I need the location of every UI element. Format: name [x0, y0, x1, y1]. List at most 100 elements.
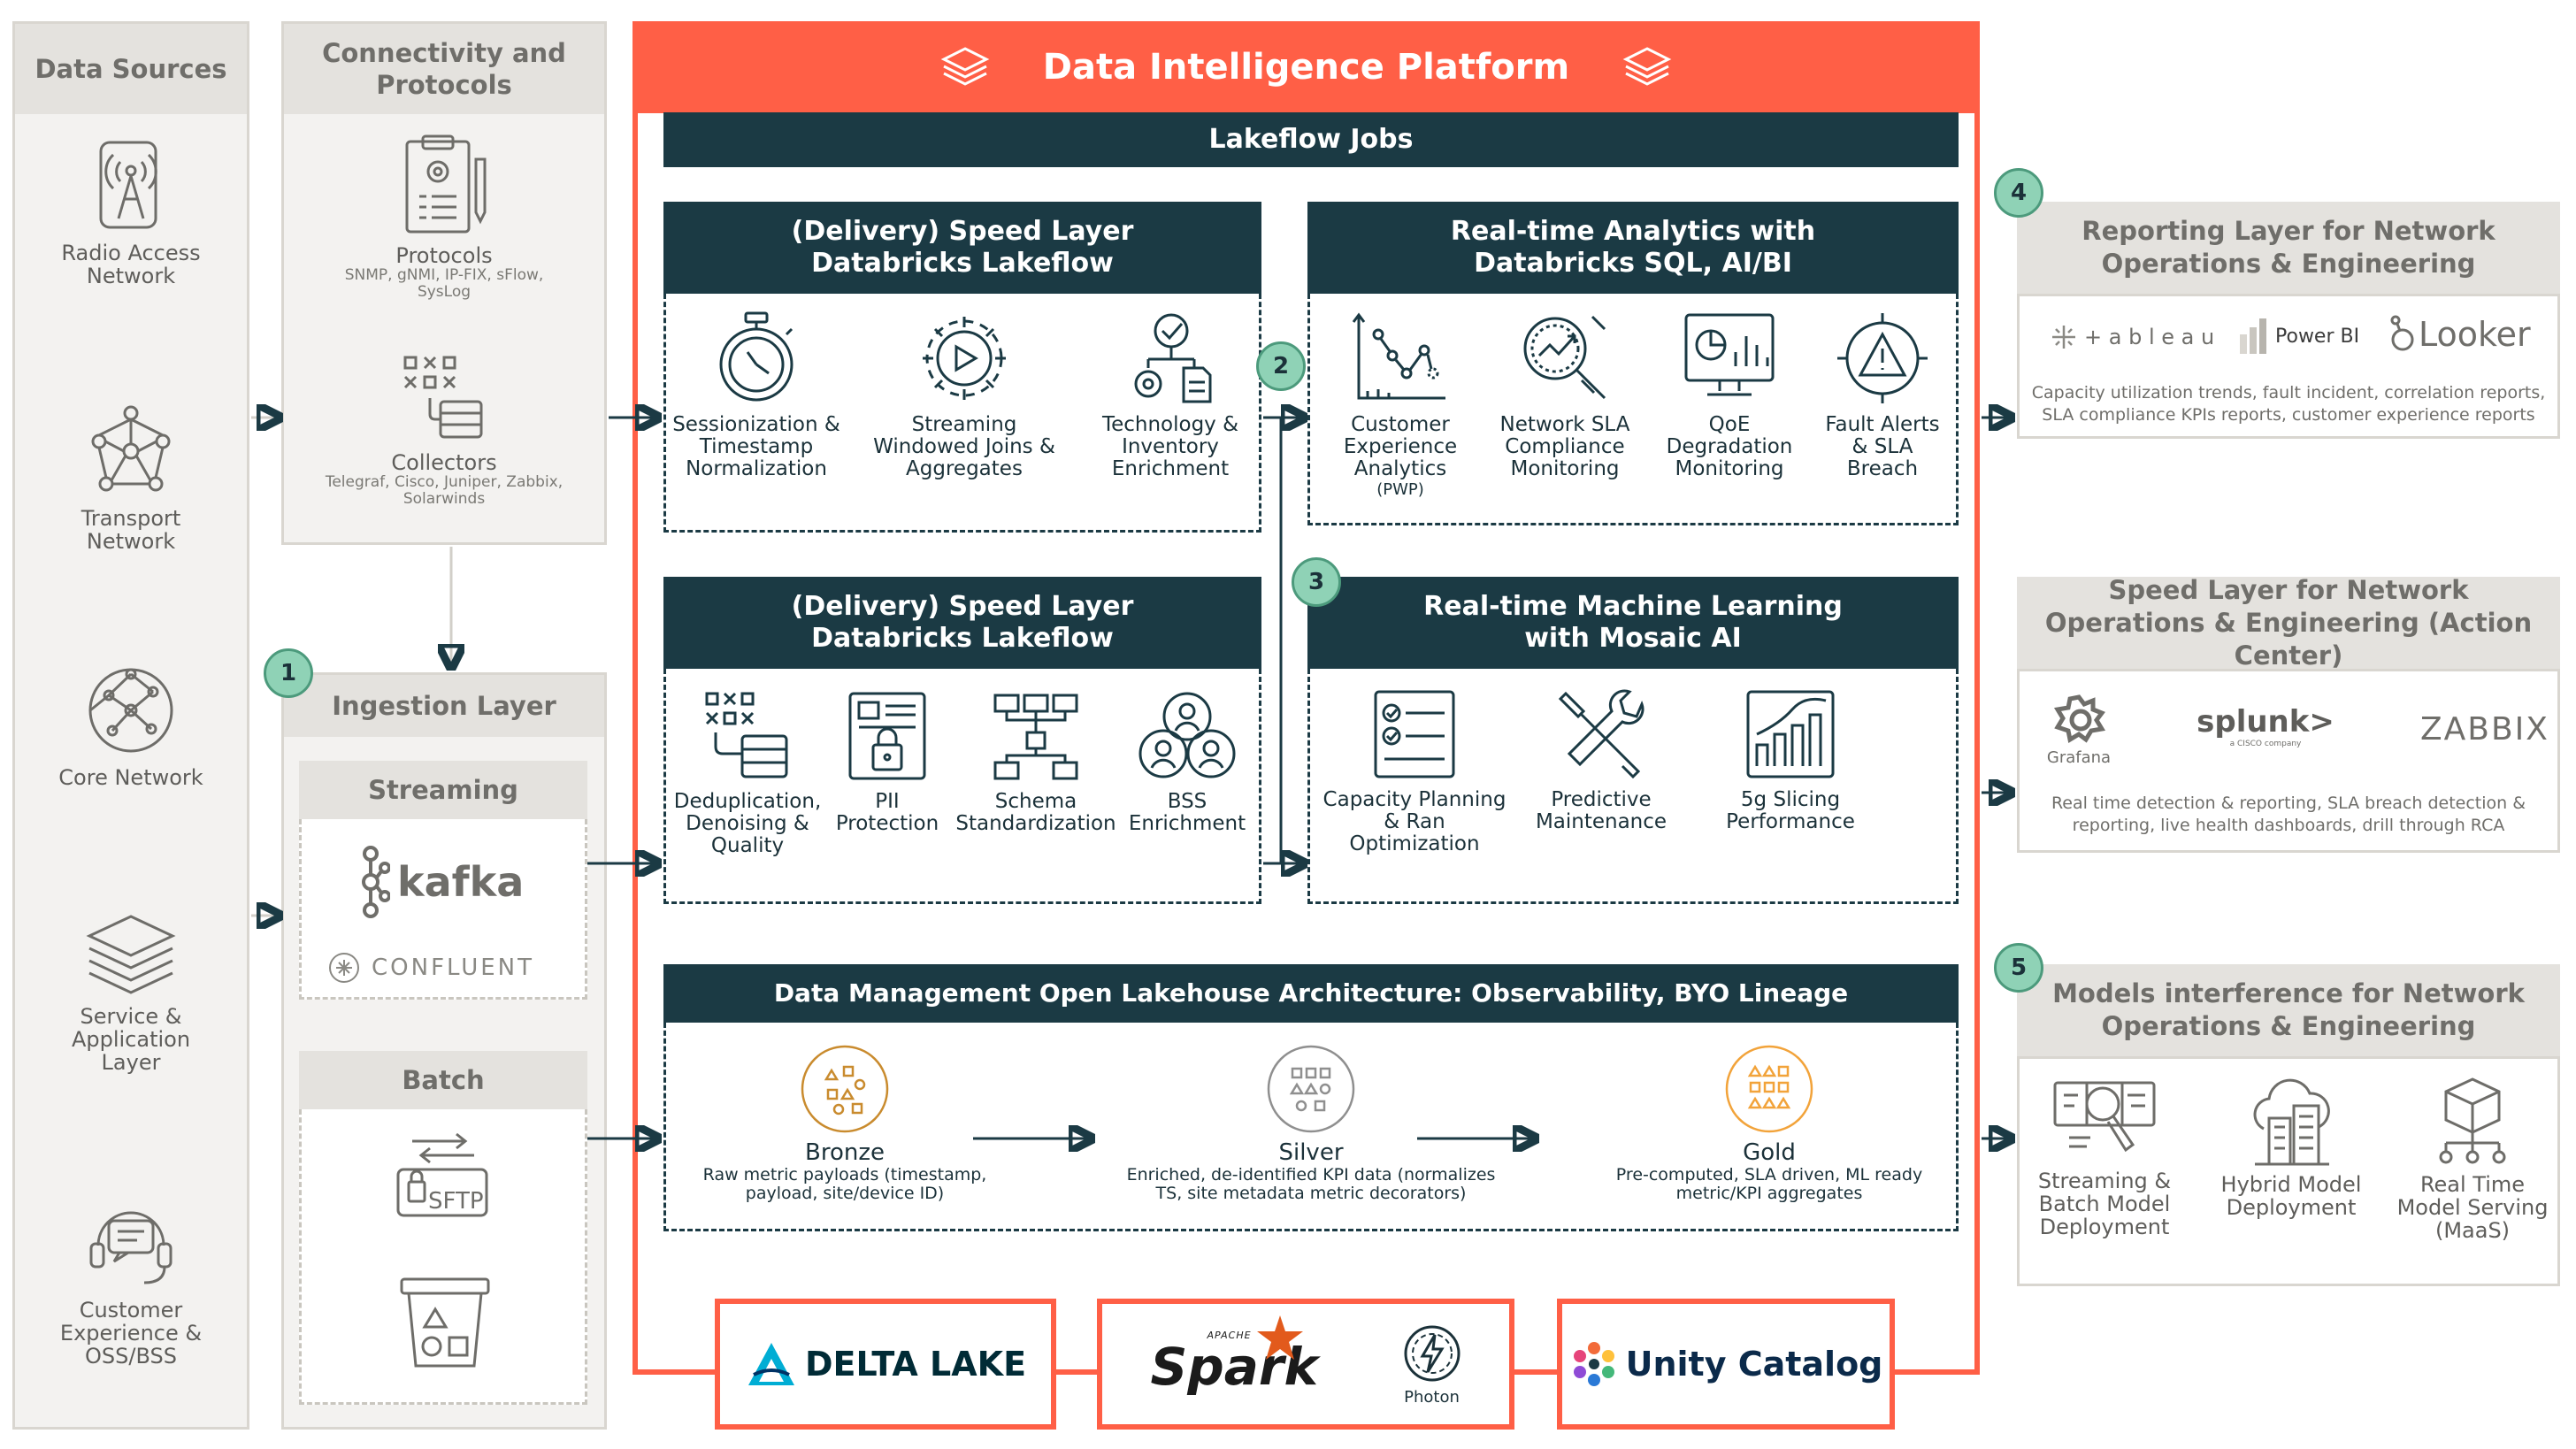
- protocols-label: Protocols: [395, 243, 493, 268]
- stopwatch-icon: [719, 311, 794, 402]
- tier-desc-2: TS, site metadata metric decorators): [1155, 1184, 1467, 1203]
- tableau-logo: + a b l e a u: [2049, 322, 2214, 352]
- silver-icon: [1267, 1045, 1355, 1133]
- spark-apache-text: APACHE: [1207, 1330, 1252, 1341]
- schema-tree-icon: [993, 694, 1078, 780]
- analytics-title-1: Real-time Analytics with: [1450, 216, 1816, 247]
- models-item-2: Hybrid Model Deployment: [2203, 1076, 2380, 1219]
- sftp-icon: [396, 1132, 488, 1217]
- platform-title: Data Intelligence Platform: [1042, 47, 1570, 88]
- ml-body: [1307, 669, 1959, 904]
- ml-item-label: 5g Slicing Performance: [1726, 788, 1855, 833]
- action-center-desc-2: reporting, live health dashboards, drill…: [2072, 816, 2505, 835]
- analytics-item-label: QoE Degradation Monitoring: [1666, 413, 1793, 480]
- magnifier-chart-icon: [1523, 315, 1606, 400]
- sftp-text: SFTP: [428, 1188, 484, 1215]
- source-label: Radio Access Network: [61, 241, 201, 288]
- splunk-text: splunk>: [2196, 704, 2334, 740]
- dedupe-icon: [705, 692, 788, 778]
- models-item-label: Streaming & Batch Model Deployment: [2037, 1169, 2172, 1239]
- streaming-header: Streaming: [299, 761, 587, 819]
- tier-desc-1: Raw metric payloads (timestamp,: [702, 1165, 987, 1184]
- data-sources-header: Data Sources: [15, 24, 247, 114]
- alert-target-icon: [1837, 313, 1928, 403]
- powerbi-logo: Power BI: [2238, 317, 2359, 356]
- tools-icon: [1558, 689, 1644, 779]
- speed-layer-2-title-1: (Delivery) Speed Layer: [791, 591, 1134, 622]
- connectivity-column: Connectivity and Protocols: [281, 21, 607, 545]
- gold-icon: [1725, 1045, 1813, 1133]
- source-transport: Transport Network: [21, 402, 241, 553]
- analytics-title-2: Databricks SQL, AI/BI: [1474, 248, 1792, 279]
- tier-desc-1: Enriched, de-identified KPI data (normal…: [1126, 1165, 1496, 1184]
- speed2-item-label: Schema Standardization: [955, 790, 1116, 835]
- ml-item-label: Predictive Maintenance: [1535, 788, 1668, 833]
- bucket-icon: [400, 1277, 490, 1368]
- speed2-item-2: PII Protection: [823, 690, 952, 835]
- grafana-icon: [2053, 694, 2106, 743]
- platform-title-bar: Data Intelligence Platform: [632, 21, 1980, 113]
- tier-gold: Gold Pre-computed, SLA driven, ML ready …: [1601, 1044, 1937, 1203]
- tier-desc-1: Pre-computed, SLA driven, ML ready: [1615, 1165, 1923, 1184]
- confluent-logo: CONFLUENT: [327, 951, 534, 985]
- tier-silver: Silver Enriched, de-identified KPI data …: [1116, 1044, 1506, 1203]
- bucket-icon-block: [396, 1274, 494, 1371]
- photon-logo: Photon: [1401, 1322, 1463, 1407]
- reporting-desc-2: SLA compliance KPIs reports, customer ex…: [2042, 405, 2535, 425]
- scatter-chart-icon: [1352, 312, 1445, 400]
- confluent-text: CONFLUENT: [372, 954, 535, 981]
- lock-document-icon: [848, 692, 926, 780]
- stack-icon: [940, 47, 990, 86]
- step-badge-4: 4: [1994, 168, 2043, 218]
- spark-star-icon: [1256, 1315, 1303, 1360]
- tableau-icon: [2052, 326, 2075, 349]
- data-management-body: [663, 1023, 1959, 1231]
- tier-name: Gold: [1743, 1139, 1796, 1166]
- step-badge-2: 2: [1256, 341, 1306, 391]
- analytics-item-4: Fault Alerts & SLA Breach: [1803, 310, 1962, 480]
- models-item-label: Hybrid Model Deployment: [2220, 1172, 2362, 1220]
- ml-title-1: Real-time Machine Learning: [1423, 591, 1843, 622]
- speed2-item-label: BSS Enrichment: [1128, 790, 1246, 835]
- splunk-sub-text: a CISCO company: [2229, 740, 2302, 748]
- action-center-body: [2017, 669, 2560, 853]
- analytics-item-label: Network SLA Compliance Monitoring: [1499, 413, 1630, 480]
- action-center-header: Speed Layer for Network Operations & Eng…: [2017, 575, 2560, 671]
- collectors-sub: Telegraf, Cisco, Juniper, Zabbix, Solarw…: [325, 473, 564, 508]
- sftp-block: SFTP: [395, 1132, 492, 1221]
- tier-desc-2: metric/KPI aggregates: [1675, 1184, 1863, 1203]
- speed2-item-4: BSS Enrichment: [1116, 690, 1258, 835]
- models-body: [2017, 1056, 2560, 1286]
- action-center-desc: Real time detection & reporting, SLA bre…: [2020, 793, 2557, 837]
- step-badge-3: 3: [1292, 557, 1341, 607]
- source-label: Transport Network: [80, 506, 181, 554]
- analytics-item-2: Network SLA Compliance Monitoring: [1483, 310, 1647, 480]
- splunk-logo: splunk> a CISCO company: [2196, 704, 2334, 748]
- tier-desc-2: payload, site/device ID): [745, 1184, 945, 1203]
- confluent-icon: [329, 953, 359, 983]
- analytics-item-1: Customer Experience Analytics (PWP): [1318, 310, 1483, 499]
- headset-chat-icon: [89, 1211, 172, 1284]
- users-group-icon: [1138, 692, 1236, 778]
- step-badge-1: 1: [264, 648, 313, 698]
- speed1-item-label: Sessionization & Timestamp Normalization: [672, 413, 840, 480]
- protocols-block: Protocols SNMP, gNMI, IP-FIX, sFlow, Sys…: [292, 133, 596, 301]
- reporting-header: Reporting Layer for Network Operations &…: [2017, 202, 2560, 294]
- ml-item-1: Capacity Planning & Ran Optimization: [1322, 688, 1507, 855]
- speed-layer-1-title-2: Databricks Lakeflow: [811, 248, 1114, 279]
- tier-bronze: Bronze Raw metric payloads (timestamp, p…: [690, 1044, 1000, 1203]
- data-management-header: Data Management Open Lakehouse Architect…: [663, 964, 1959, 1023]
- ml-item-3: 5g Slicing Performance: [1702, 688, 1879, 833]
- reporting-body: [2017, 294, 2560, 439]
- step-badge-5: 5: [1994, 943, 2043, 993]
- core-globe-icon: [88, 668, 173, 753]
- gear-check-doc-icon: [1134, 313, 1212, 403]
- checklist-icon: [1374, 690, 1455, 778]
- speed-layer-2-header: (Delivery) Speed Layer Databricks Lakefl…: [663, 577, 1261, 669]
- speed2-item-label: PII Protection: [835, 790, 939, 835]
- reporting-desc: Capacity utilization trends, fault incid…: [2020, 382, 2557, 426]
- looker-icon: [2390, 315, 2414, 351]
- source-label: Core Network: [58, 765, 203, 790]
- ingestion-header: Ingestion Layer: [284, 675, 604, 737]
- growth-chart-icon: [1746, 690, 1835, 778]
